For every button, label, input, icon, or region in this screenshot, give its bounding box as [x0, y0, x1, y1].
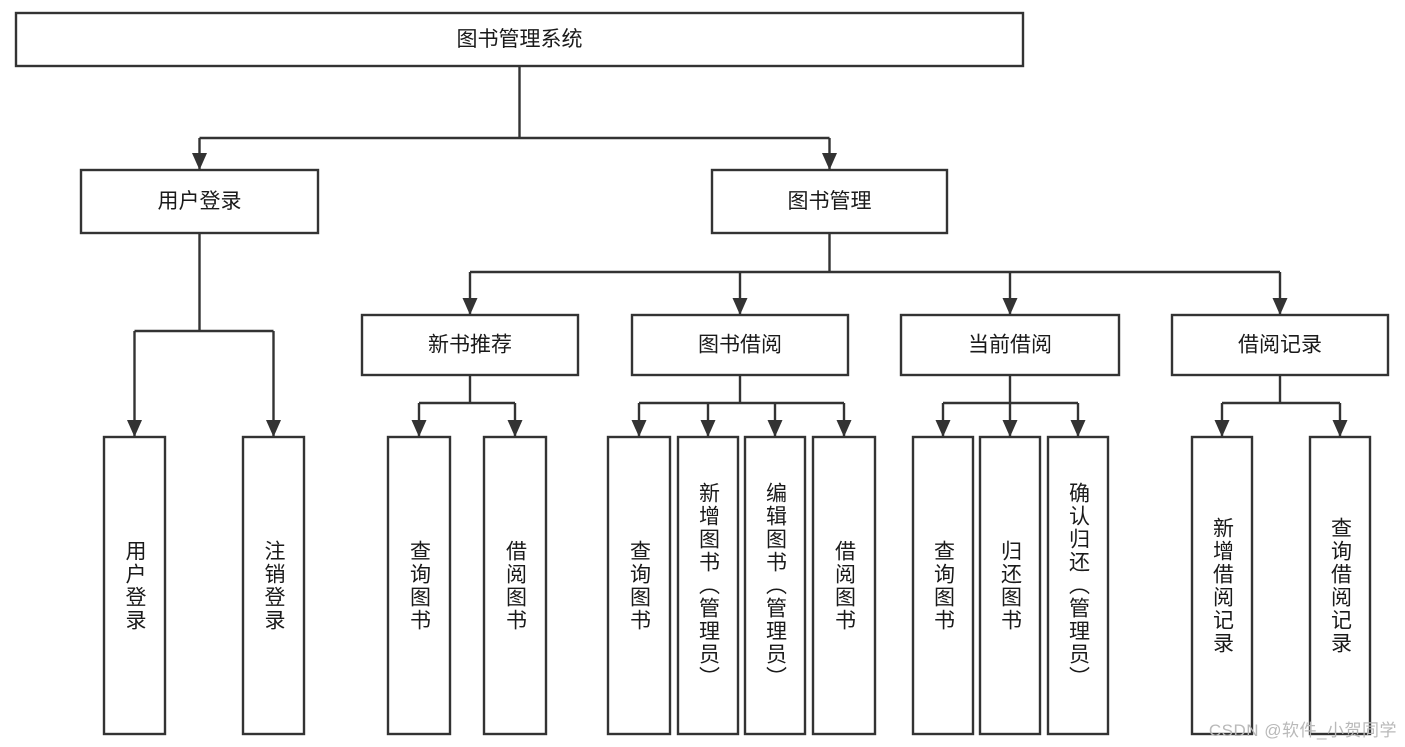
- arrow-head-leaf-borrow-book-2: [836, 420, 852, 437]
- arrow-head-current-borrow: [1002, 298, 1018, 315]
- node-box-leaf-query-book-1[interactable]: [386, 435, 452, 736]
- arrow-head-leaf-query-book-3: [935, 420, 951, 437]
- csdn-watermark: CSDN @软件_小贺同学: [1208, 721, 1397, 740]
- arrow-head-new-book-rec: [462, 298, 478, 315]
- arrow-head-leaf-add-book: [700, 420, 716, 437]
- node-box-current-borrow[interactable]: [899, 313, 1121, 377]
- node-box-leaf-borrow-book-2[interactable]: [811, 435, 877, 736]
- arrow-head-leaf-user-login: [127, 420, 142, 437]
- arrow-head-leaf-query-book-2: [631, 420, 647, 437]
- arrow-head-leaf-query-book-1: [411, 420, 427, 437]
- node-box-leaf-logout[interactable]: [241, 435, 306, 736]
- arrow-head-borrow-record: [1272, 298, 1288, 315]
- arrow-head-leaf-return-book: [1002, 420, 1018, 437]
- node-label-user-login: 用户登录: [158, 190, 242, 213]
- node-box-user-login[interactable]: [79, 168, 320, 235]
- node-label-borrow-record: 借阅记录: [1238, 334, 1322, 357]
- node-box-borrow-record[interactable]: [1170, 313, 1390, 377]
- node-box-leaf-query-record[interactable]: [1308, 435, 1372, 736]
- arrow-head-book-borrow: [732, 298, 748, 315]
- node-box-root[interactable]: [14, 11, 1025, 68]
- arrow-head-leaf-borrow-book-1: [507, 420, 523, 437]
- arrow-head-leaf-query-record: [1332, 420, 1348, 437]
- node-box-book-manage[interactable]: [710, 168, 949, 235]
- node-label-new-book-rec: 新书推荐: [428, 334, 512, 357]
- node-box-leaf-add-record[interactable]: [1190, 435, 1254, 736]
- node-label-root: 图书管理系统: [457, 28, 583, 51]
- node-box-leaf-query-book-2[interactable]: [606, 435, 672, 736]
- node-box-leaf-query-book-3[interactable]: [911, 435, 975, 736]
- node-box-book-borrow[interactable]: [630, 313, 850, 377]
- connector-layer: [127, 66, 1348, 437]
- node-label-current-borrow: 当前借阅: [968, 334, 1052, 357]
- arrow-head-leaf-confirm-return: [1070, 420, 1086, 437]
- arrow-head-leaf-logout: [266, 420, 281, 437]
- node-label-book-borrow: 图书借阅: [698, 334, 782, 357]
- node-box-leaf-return-book[interactable]: [978, 435, 1042, 736]
- node-box-layer: [14, 11, 1390, 736]
- node-box-leaf-borrow-book-1[interactable]: [482, 435, 548, 736]
- node-box-leaf-user-login[interactable]: [102, 435, 167, 736]
- node-label-book-manage: 图书管理: [788, 190, 872, 213]
- arrow-head-leaf-edit-book: [767, 420, 783, 437]
- arrow-head-user-login: [192, 153, 207, 170]
- arrow-head-leaf-add-record: [1214, 420, 1230, 437]
- node-box-leaf-add-book[interactable]: [676, 435, 740, 736]
- arrow-head-book-manage: [822, 153, 837, 170]
- node-box-leaf-confirm-return[interactable]: [1046, 435, 1110, 736]
- node-box-leaf-edit-book[interactable]: [743, 435, 807, 736]
- node-box-new-book-rec[interactable]: [360, 313, 580, 377]
